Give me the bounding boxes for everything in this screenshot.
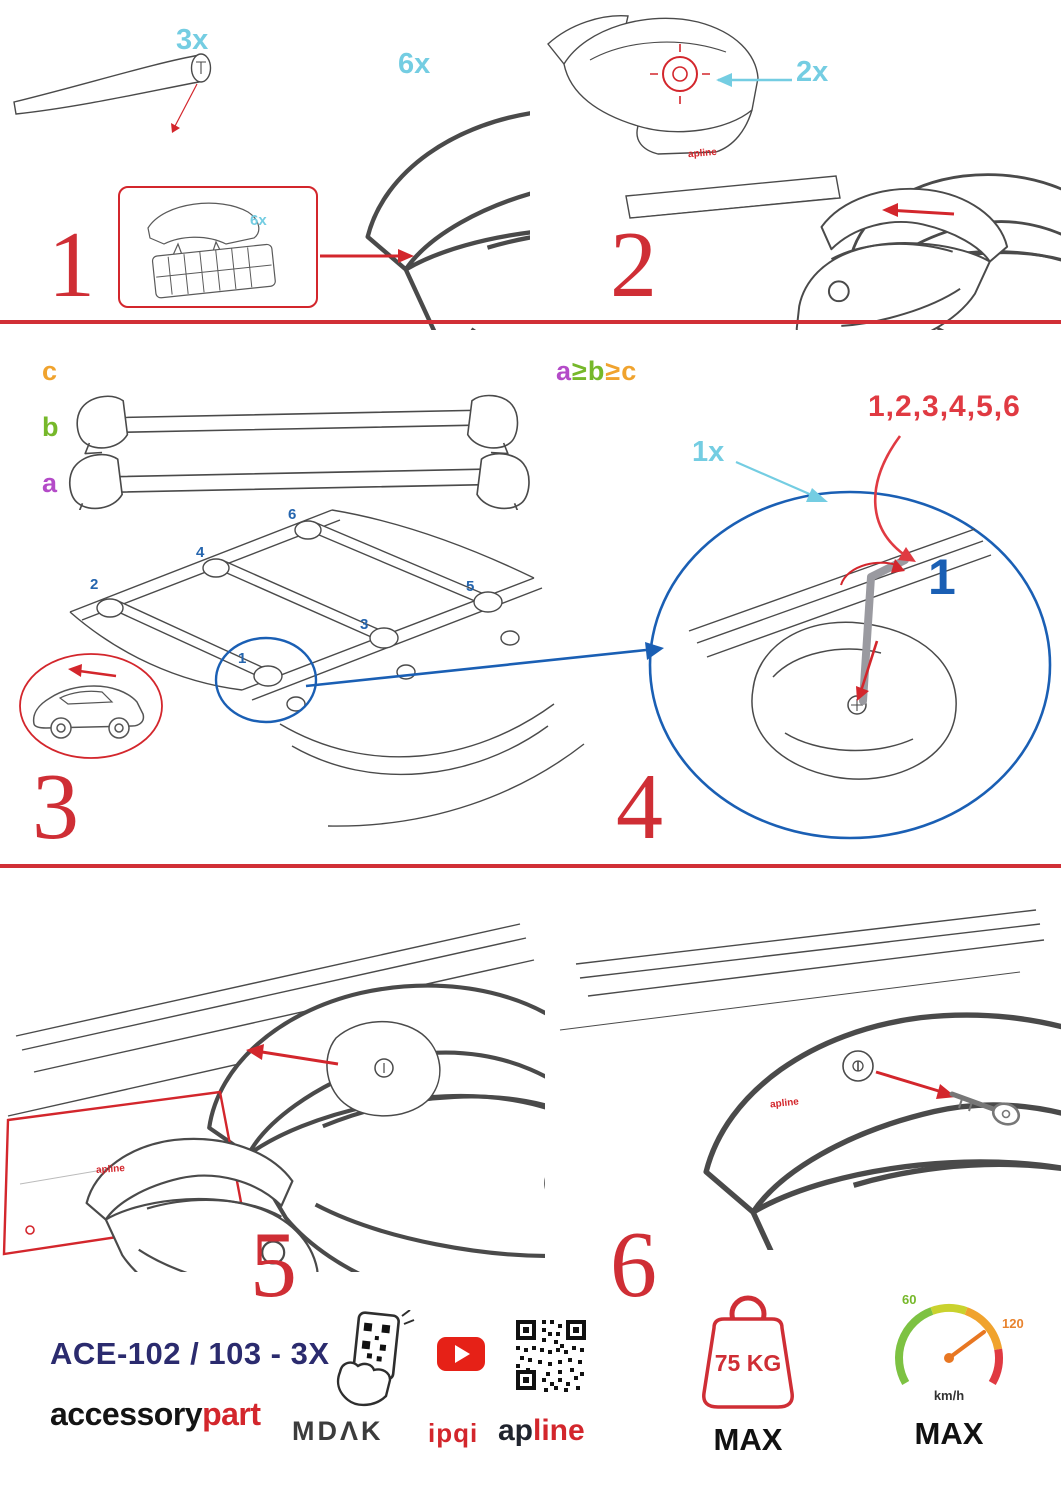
detail-dot bbox=[25, 1225, 35, 1235]
crossbar-c-drawing bbox=[76, 394, 519, 455]
roof-position-2: 2 bbox=[90, 576, 99, 593]
roof-rail-lines bbox=[559, 909, 1045, 1031]
apline-brand-mark: apline bbox=[95, 1163, 126, 1176]
qty-pointer-arrowhead bbox=[716, 73, 732, 87]
torque-knob-icon bbox=[650, 44, 710, 104]
step2-number: 2 bbox=[610, 213, 657, 317]
speed-unit-label: km/h bbox=[933, 1388, 965, 1403]
rotation-arrowhead bbox=[891, 559, 905, 573]
apline-red: line bbox=[533, 1414, 585, 1447]
cover-slide-arrow bbox=[261, 1050, 339, 1066]
zoom-rail-lines bbox=[688, 528, 992, 658]
product-code: ACE-102 / 103 - 3X bbox=[50, 1336, 330, 1371]
knob-qty-label: 2x bbox=[796, 56, 829, 88]
step4-zoom-illustration bbox=[648, 490, 1052, 840]
locked-foot-drawing bbox=[704, 1013, 1061, 1250]
tighten-arrow bbox=[859, 640, 879, 692]
rubber-pad-illustration bbox=[147, 202, 276, 299]
size-order-text: a≥b≥c bbox=[556, 356, 637, 387]
order-c: c bbox=[621, 356, 638, 386]
car-silhouette bbox=[32, 685, 145, 739]
foot-drawing bbox=[366, 108, 530, 330]
step6-number: 6 bbox=[610, 1213, 657, 1317]
phone-scan-icon bbox=[336, 1310, 415, 1407]
bar-label-c: c bbox=[42, 356, 58, 386]
apline-logo: apline bbox=[498, 1414, 585, 1448]
bar-label-a: a bbox=[42, 468, 58, 498]
pad-qty-label: 6x bbox=[250, 212, 267, 229]
car-direction-inset bbox=[19, 653, 163, 759]
thin-pointer-arrowhead bbox=[171, 123, 180, 133]
endcap-arrowhead bbox=[882, 203, 898, 217]
tightening-sequence-text: 1,2,3,4,5,6 bbox=[868, 390, 1021, 423]
ipqi-logo: ipqi bbox=[428, 1418, 479, 1448]
step2-illustration bbox=[547, 15, 1061, 330]
crossbar-sizes-illustration bbox=[69, 394, 530, 510]
weight-max-label: MAX bbox=[713, 1422, 783, 1457]
key-insert-arrow bbox=[875, 1070, 943, 1094]
weight-limit-value: 75 KG bbox=[714, 1350, 782, 1376]
roof-position-3: 3 bbox=[360, 616, 369, 633]
lock-cover-drawing bbox=[326, 1021, 441, 1117]
car-direction-arrowhead bbox=[68, 664, 82, 677]
speed-limit-gauge-icon bbox=[895, 1303, 1003, 1385]
section-divider-2 bbox=[0, 864, 1061, 868]
step6-illustration bbox=[559, 909, 1061, 1250]
step3-number: 3 bbox=[32, 755, 79, 859]
roof-outline bbox=[69, 509, 585, 827]
foot-qty-label: 6x bbox=[398, 48, 431, 80]
sequence-start-number: 1 bbox=[928, 549, 956, 605]
step5-illustration bbox=[2, 923, 545, 1272]
brand-red: part bbox=[202, 1396, 261, 1432]
accessorypart-logo: accessorypart bbox=[50, 1396, 261, 1433]
mounted-crossbars bbox=[96, 520, 520, 712]
step1-number: 1 bbox=[48, 213, 95, 317]
foot-top-view-drawing bbox=[547, 15, 759, 155]
speed-max-label: MAX bbox=[914, 1416, 984, 1451]
order-ge1: ≥ bbox=[572, 356, 588, 386]
pad-to-foot-arrowhead bbox=[398, 249, 414, 263]
tighten-arrowhead bbox=[856, 686, 869, 701]
order-ge2: ≥ bbox=[605, 356, 622, 386]
cover-slide-arrowhead bbox=[246, 1044, 264, 1060]
brand-black: accessory bbox=[50, 1396, 203, 1432]
roof-position-5: 5 bbox=[466, 578, 475, 595]
roof-overview-illustration bbox=[69, 509, 585, 827]
speed-high-label: 120 bbox=[1002, 1316, 1024, 1331]
key-qty-label: 1x bbox=[692, 436, 725, 468]
weight-limit-icon bbox=[702, 1295, 794, 1409]
qr-code-icon bbox=[514, 1318, 588, 1392]
step4-number: 4 bbox=[616, 755, 663, 859]
thin-pointer-arrow bbox=[173, 83, 198, 129]
order-b: b bbox=[587, 356, 606, 386]
section-divider-1 bbox=[0, 320, 1061, 324]
speed-low-label: 60 bbox=[902, 1292, 917, 1307]
youtube-icon bbox=[437, 1337, 485, 1371]
zoom-foot-drawing bbox=[751, 621, 957, 780]
key-icon bbox=[949, 1091, 1021, 1126]
roof-position-1: 1 bbox=[238, 650, 247, 667]
gauge-needle bbox=[947, 1330, 986, 1360]
step5-number: 5 bbox=[250, 1213, 297, 1317]
bar-foot-assembly-drawing bbox=[625, 174, 1061, 330]
lock-cylinder-icon bbox=[842, 1050, 874, 1082]
order-a: a bbox=[556, 356, 573, 386]
crossbar-drawing bbox=[13, 53, 212, 115]
pad-detail-inset bbox=[118, 186, 318, 308]
crossbar-qty-label: 3x bbox=[176, 24, 209, 56]
mdak-logo: MDΛK bbox=[292, 1416, 384, 1446]
apline-dark: ap bbox=[498, 1414, 534, 1447]
roof-position-4: 4 bbox=[196, 544, 205, 561]
roof-position-6: 6 bbox=[288, 506, 297, 523]
bar-label-b: b bbox=[42, 412, 59, 442]
step1-illustration bbox=[13, 53, 530, 330]
